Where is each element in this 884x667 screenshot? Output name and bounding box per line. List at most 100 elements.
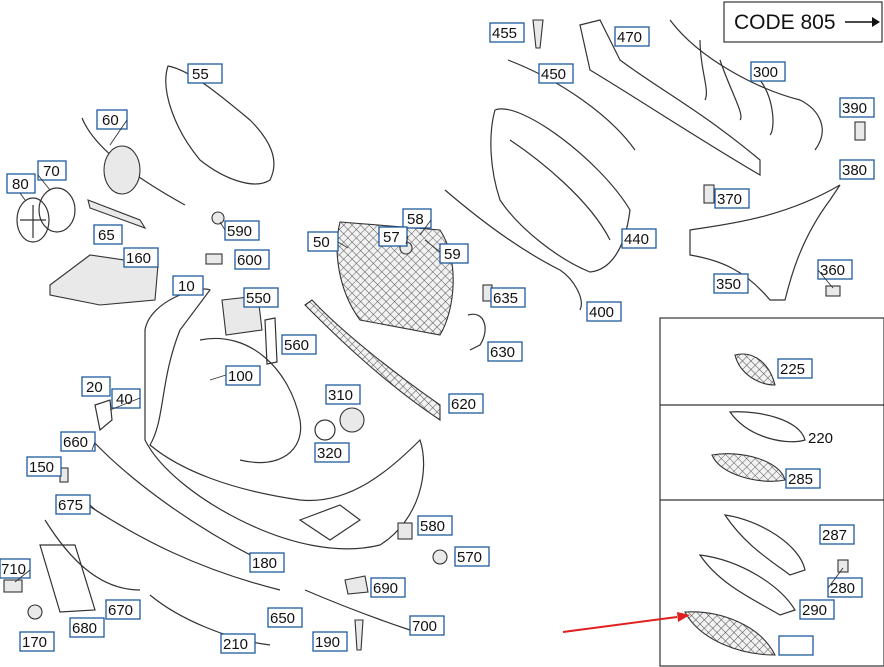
svg-text:150: 150 — [29, 459, 54, 476]
svg-text:59: 59 — [444, 246, 461, 263]
callout-620: 620 — [448, 393, 484, 414]
callout-225: 220 — [808, 430, 833, 447]
svg-text:225: 225 — [780, 361, 805, 378]
svg-text:50: 50 — [313, 234, 330, 251]
svg-text:660: 660 — [63, 434, 88, 451]
callout-680: 210 — [220, 633, 256, 654]
svg-text:285: 285 — [788, 471, 813, 488]
callout-400: 400 — [586, 301, 622, 322]
svg-text:440: 440 — [624, 231, 649, 248]
svg-text:390: 390 — [842, 100, 867, 117]
callout-640: 180 — [249, 552, 285, 573]
svg-text:80: 80 — [12, 176, 29, 193]
svg-text:55: 55 — [192, 66, 209, 83]
svg-text:350: 350 — [716, 276, 741, 293]
svg-text:100: 100 — [228, 368, 253, 385]
callout-150: 150 — [26, 456, 62, 477]
callout-455: 455 — [489, 22, 525, 43]
svg-text:65: 65 — [98, 227, 115, 244]
svg-text:180: 180 — [252, 555, 277, 572]
callout-450: 450 — [538, 63, 574, 84]
callout-65: 65 — [93, 224, 123, 245]
svg-text:600: 600 — [237, 252, 262, 269]
svg-text:455: 455 — [492, 25, 517, 42]
callout-470: 470 — [614, 26, 650, 47]
callout-320: 320 — [314, 442, 350, 463]
code-box: CODE 805 — [723, 1, 883, 43]
callout-710: 690 — [370, 577, 406, 598]
callout-700: 190 — [312, 631, 348, 652]
svg-text:60: 60 — [102, 112, 119, 129]
callout-285: 287 — [819, 524, 855, 545]
callout-100: 100 — [225, 365, 261, 386]
callout-190: 170 — [19, 631, 55, 652]
svg-text:470: 470 — [617, 29, 642, 46]
callout-370: 370 — [714, 188, 750, 209]
svg-text:590: 590 — [227, 223, 252, 240]
callout-287: 280 — [827, 577, 863, 598]
svg-text:400: 400 — [589, 304, 614, 321]
svg-text:40: 40 — [116, 391, 133, 408]
svg-text:360: 360 — [820, 262, 845, 279]
callout-160: 160 — [123, 247, 159, 268]
svg-text:670: 670 — [108, 602, 133, 619]
callout-660: 660 — [60, 431, 96, 452]
callout-60: 60 — [96, 109, 128, 130]
callout-690: 670 — [105, 599, 141, 620]
svg-text:220: 220 — [808, 430, 833, 447]
callout-360: 360 — [817, 259, 853, 280]
svg-text:70: 70 — [43, 163, 60, 180]
arrow-right-icon — [845, 17, 880, 27]
callout-580: 580 — [417, 515, 453, 536]
svg-text:280: 280 — [830, 580, 855, 597]
callout-180: 710 — [0, 558, 31, 579]
callout-560: 560 — [281, 334, 317, 355]
callout-650: 700 — [409, 615, 445, 636]
code-text: CODE 805 — [734, 11, 836, 34]
svg-text:620: 620 — [451, 396, 476, 413]
svg-text:370: 370 — [717, 191, 742, 208]
callout-390: 390 — [839, 97, 875, 118]
callout-630: 630 — [487, 341, 523, 362]
callout-20: 20 — [81, 376, 111, 397]
red-arrow-icon — [562, 612, 690, 633]
svg-text:450: 450 — [541, 66, 566, 83]
svg-text:287: 287 — [822, 527, 847, 544]
svg-text:680: 680 — [72, 620, 97, 637]
svg-text:190: 190 — [315, 634, 340, 651]
svg-text:320: 320 — [317, 445, 342, 462]
callout-220: 285 — [785, 468, 821, 489]
svg-text:310: 310 — [328, 387, 353, 404]
leader-lines — [14, 119, 844, 589]
callout-570: 570 — [454, 546, 490, 567]
callout-170: 680 — [69, 617, 105, 638]
svg-text:57: 57 — [383, 229, 400, 246]
callout-50: 50 — [307, 231, 339, 252]
svg-text:160: 160 — [126, 250, 151, 267]
svg-text:650: 650 — [270, 610, 295, 627]
callout-280: 290 — [799, 599, 835, 620]
callout-590: 590 — [224, 220, 260, 241]
callout-290 — [778, 635, 814, 656]
callout-300: 300 — [750, 61, 786, 82]
svg-text:58: 58 — [407, 211, 424, 228]
callout-40: 40 — [111, 388, 141, 409]
callout-380: 380 — [839, 159, 875, 180]
svg-text:700: 700 — [412, 618, 437, 635]
callout-350: 350 — [713, 273, 749, 294]
svg-text:20: 20 — [86, 379, 103, 396]
svg-text:290: 290 — [802, 602, 827, 619]
part-shapes — [3, 19, 866, 656]
callout-59: 59 — [439, 243, 469, 264]
svg-text:550: 550 — [246, 290, 271, 307]
svg-text:300: 300 — [753, 64, 778, 81]
callout-80: 80 — [6, 173, 36, 194]
callout-57: 57 — [378, 226, 408, 247]
callout-55: 55 — [187, 63, 223, 84]
callout-70: 70 — [37, 160, 67, 181]
svg-text:560: 560 — [284, 337, 309, 354]
svg-text:170: 170 — [22, 634, 47, 651]
detail-panels — [659, 317, 884, 667]
svg-text:630: 630 — [490, 344, 515, 361]
